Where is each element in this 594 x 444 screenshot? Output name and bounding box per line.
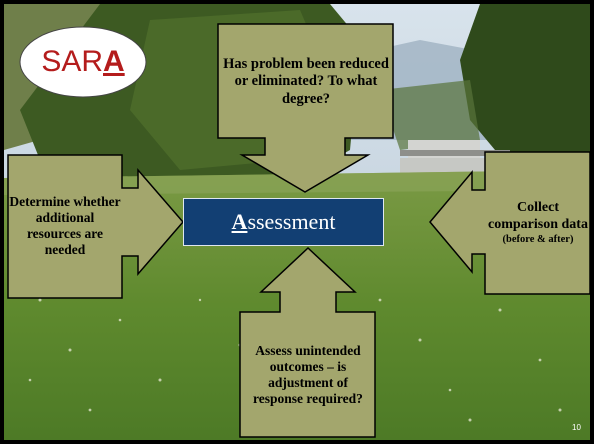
badge-emphasis-letter: A [103,45,125,78]
assessment-first-letter: A [231,209,248,234]
assessment-rest: ssessment [247,209,336,234]
right-callout-sub: (before & after) [502,233,574,245]
left-callout-shape [7,154,184,299]
right-callout-text: Collect comparison data (before & after) [486,162,590,284]
badge-prefix: SAR [41,45,103,78]
right-callout-shape [429,151,591,295]
top-callout-text: Has problem been reduced or eliminated? … [223,55,389,107]
sara-badge-ellipse [19,26,147,98]
right-callout-main: Collect comparison data [488,199,588,232]
left-callout-text: Determine whether additional resources a… [9,193,121,258]
top-callout-shape [217,23,394,193]
slide-number: 10 [572,423,581,432]
bottom-callout-text: Assess unintended outcomes – is adjustme… [253,342,363,407]
bottom-callout-shape [239,246,376,438]
